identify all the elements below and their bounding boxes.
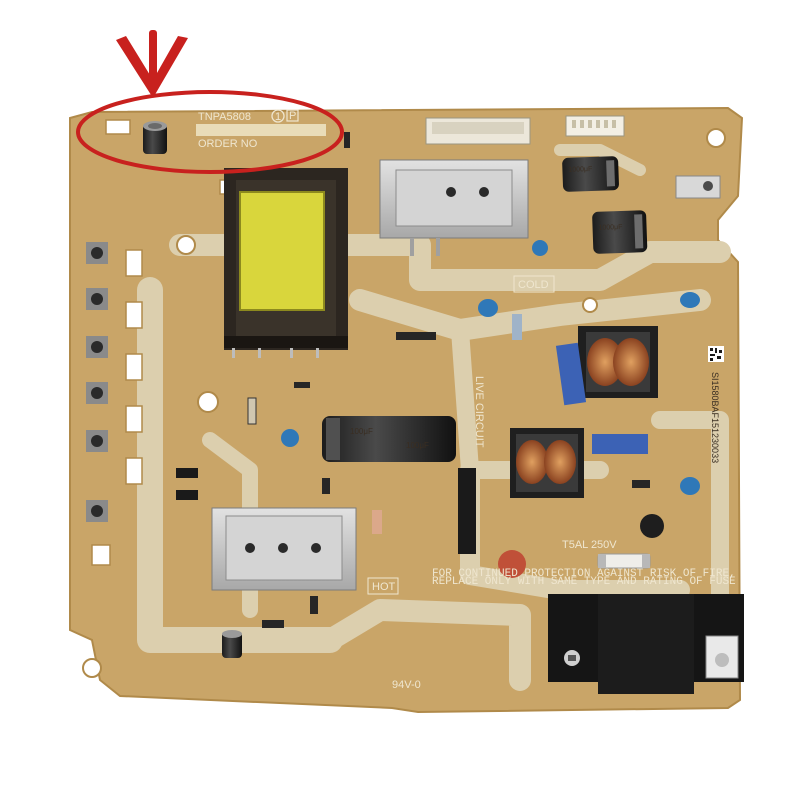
thermistor <box>640 514 664 538</box>
x-capacitor-1 <box>555 342 587 406</box>
varistor <box>498 550 526 578</box>
serial-number: SI1580BAF151230033 <box>710 372 720 463</box>
transformer <box>224 168 348 358</box>
small-electrolytic-capacitor <box>143 121 167 154</box>
ceramic-capacitors <box>281 240 700 495</box>
grade-mark: P <box>289 110 296 122</box>
electrolytic-capacitor-2: 1000μF <box>592 210 648 254</box>
zone-hot-label: HOT <box>372 581 396 593</box>
annotation-ellipse <box>76 90 344 174</box>
zone-hot-box <box>367 577 399 595</box>
model-label: TNPA5808 <box>198 111 251 123</box>
choke-lower <box>510 428 584 498</box>
label-area <box>196 124 326 136</box>
svg-text:1000μF: 1000μF <box>568 166 592 174</box>
small-components <box>176 132 650 628</box>
order-label: ORDER NO <box>198 138 258 150</box>
heatsink-top <box>379 159 529 256</box>
serial-sticker: SI1580BAF151230033 <box>708 346 724 463</box>
top-connectors <box>425 115 625 145</box>
warning-line-1: FOR CONTINUED PROTECTION AGAINST RISK OF… <box>432 568 736 580</box>
ground-tab <box>675 175 721 199</box>
fuse-rating-label: T5AL 250V <box>562 539 617 551</box>
ac-inlet <box>548 594 744 694</box>
heatsink-bottom <box>211 507 357 591</box>
zone-cold-box <box>513 275 555 293</box>
revision-mark: 1 <box>275 111 281 123</box>
grade-box <box>286 109 299 122</box>
live-circuit-label: LIVE CIRCUIT <box>473 376 485 448</box>
ground-tab-hole <box>703 181 713 191</box>
tact-switches <box>86 242 108 522</box>
choke-upper <box>578 326 658 398</box>
zone-cold-label: COLD <box>518 279 549 291</box>
electrolytic-capacitor-1: 1000μF <box>562 156 619 192</box>
small-electrolytic-capacitor-bottom <box>222 630 242 658</box>
bulk-capacitor: 100μF 100μF <box>322 416 456 462</box>
svg-text:100μF: 100μF <box>350 427 373 436</box>
svg-text:1000μF: 1000μF <box>598 224 622 232</box>
arrow-down-icon <box>116 30 188 98</box>
pcb-traces <box>137 144 731 691</box>
x-capacitor-2 <box>592 434 648 454</box>
mosfet <box>458 468 476 554</box>
warning-line-2: REPLACE ONLY WITH SAME TYPE AND RATING O… <box>432 576 736 588</box>
fuse <box>597 553 651 569</box>
pcb-mark: 94V-0 <box>392 679 421 691</box>
svg-text:100μF: 100μF <box>406 441 429 450</box>
revision-circle <box>271 109 285 123</box>
